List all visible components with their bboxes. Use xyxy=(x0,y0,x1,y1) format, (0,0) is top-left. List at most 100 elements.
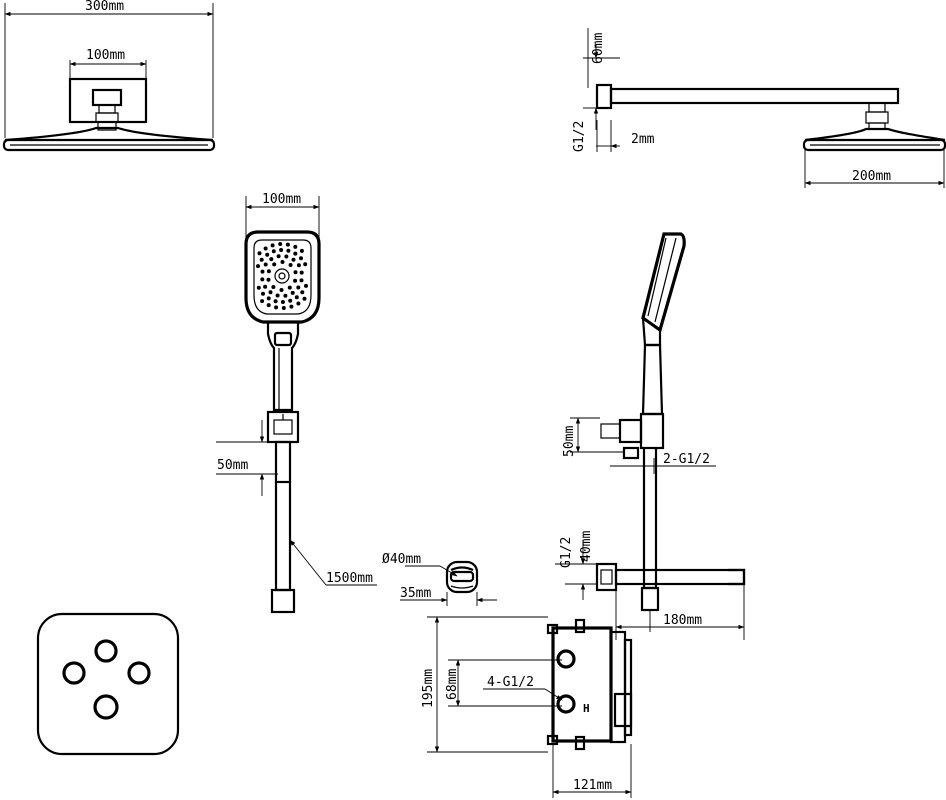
flange-body xyxy=(445,560,479,594)
outlet-upper xyxy=(556,649,576,669)
wall-flange-detail: Ø40mm 35mm xyxy=(382,552,497,606)
nozzle-dot xyxy=(256,285,261,290)
hose-length-label: 1500mm xyxy=(326,571,373,586)
nozzle-dot xyxy=(272,262,277,267)
button-bottom xyxy=(93,694,119,720)
nozzle-dot xyxy=(268,290,273,295)
side-hand-head xyxy=(641,232,686,333)
nozzle-dot xyxy=(299,278,304,283)
nozzle-dot xyxy=(283,293,288,298)
concealed-valve: 195mm 68mm 4-G1/2 H 121mm xyxy=(421,616,633,798)
nozzle-dot xyxy=(296,263,301,268)
nozzle-dot xyxy=(279,288,284,292)
arm-wall-flange xyxy=(595,83,613,110)
nozzle-dot xyxy=(273,299,278,304)
nozzle-dot xyxy=(266,296,271,301)
center-nozzle xyxy=(274,268,290,284)
nozzle-dot xyxy=(296,301,301,306)
nozzle-dot xyxy=(257,251,262,256)
nozzle-dot xyxy=(289,304,294,309)
shower-arm-side-view: 60mm G1/2 2mm 200mm xyxy=(572,28,946,188)
arm-rain-head xyxy=(802,138,946,152)
valve-outlets-label: 4-G1/2 xyxy=(487,675,534,690)
arm-wall-height-label: 60mm xyxy=(591,33,606,64)
hose-end-nut xyxy=(270,588,296,614)
valve-cartridge xyxy=(613,692,633,728)
nozzle-dot xyxy=(296,285,301,290)
control-panel xyxy=(36,612,180,756)
arm-stub xyxy=(91,88,123,107)
nozzle-dot xyxy=(263,284,268,289)
arm-rain-width-label: 200mm xyxy=(852,169,891,184)
hand-head-width-label: 100mm xyxy=(262,192,301,207)
nozzle-dot xyxy=(259,257,264,262)
nozzle-dot xyxy=(294,295,299,300)
rain-width-label: 300mm xyxy=(85,0,124,14)
nozzle-dot xyxy=(269,257,274,262)
outlet-lower xyxy=(556,694,576,714)
nozzle-dot xyxy=(280,260,285,264)
valve-box xyxy=(551,626,613,743)
nozzle-dot xyxy=(265,252,270,257)
nozzle-dot xyxy=(299,270,304,275)
hand-head-outline xyxy=(244,230,321,324)
nozzle-dot xyxy=(275,293,280,298)
hose-line xyxy=(274,482,292,592)
nozzle-dot xyxy=(266,277,271,282)
side-holder-body xyxy=(639,412,665,450)
valve-inner-label: 68mm xyxy=(445,669,460,700)
nozzle-dot xyxy=(299,248,304,253)
bottom-screw xyxy=(574,735,586,751)
nozzle-dot xyxy=(260,269,265,274)
nozzle-dot xyxy=(293,270,298,275)
nozzle-dot xyxy=(286,248,291,253)
button-right xyxy=(127,661,151,685)
nozzle-dot xyxy=(256,264,260,269)
button-top xyxy=(94,639,118,663)
nozzle-dot xyxy=(279,248,284,252)
side-holder-height-label: 50mm xyxy=(562,426,577,457)
nozzle-dot xyxy=(291,257,296,262)
nozzle-dot xyxy=(274,305,279,310)
nozzle-dot xyxy=(287,285,292,290)
tub-spout xyxy=(614,568,746,586)
nozzle-dot xyxy=(271,249,276,254)
panel-plate xyxy=(36,612,180,756)
nozzle-dot xyxy=(270,243,275,248)
nozzle-dot xyxy=(281,306,286,310)
side-handle xyxy=(641,343,664,416)
flange-diameter-label: Ø40mm xyxy=(382,552,421,567)
nozzle-dot xyxy=(261,291,265,296)
valve-mark-h: H xyxy=(583,702,590,715)
nozzle-dot xyxy=(263,246,268,251)
nozzle-dot xyxy=(280,300,285,304)
nozzle-dot xyxy=(288,298,293,303)
nozzle-dot xyxy=(302,296,307,301)
spout-length-label: 180mm xyxy=(663,613,702,628)
nozzle-dot xyxy=(293,244,298,249)
nozzle-dot xyxy=(299,256,303,261)
nozzle-dot xyxy=(288,263,293,267)
rain-head-plate xyxy=(2,138,216,152)
nozzle-dot xyxy=(293,278,298,283)
spout-height-label: 40mm xyxy=(579,531,594,562)
nozzle-dot xyxy=(271,285,276,289)
nozzle-dot xyxy=(276,254,281,259)
arm-thread-label: G1/2 xyxy=(572,121,587,152)
nozzle-dot xyxy=(263,262,268,267)
nozzle-dot xyxy=(304,283,308,288)
button-left xyxy=(62,661,86,685)
nozzle-dot xyxy=(285,242,290,247)
wall-mount-plate xyxy=(68,77,148,124)
hand-handle xyxy=(266,322,300,412)
rain-shower-front-view: 300mm 100mm xyxy=(2,0,216,152)
nozzle-dot xyxy=(260,299,265,304)
nozzle-dot xyxy=(260,277,265,282)
hand-head-nozzles xyxy=(256,242,308,310)
spout-thread-label: G1/2 xyxy=(559,537,574,568)
arm-offset-label: 2mm xyxy=(631,132,655,147)
nozzle-dot xyxy=(284,254,289,259)
valve-width-label: 121mm xyxy=(573,778,612,793)
nozzle-dot xyxy=(290,290,295,295)
